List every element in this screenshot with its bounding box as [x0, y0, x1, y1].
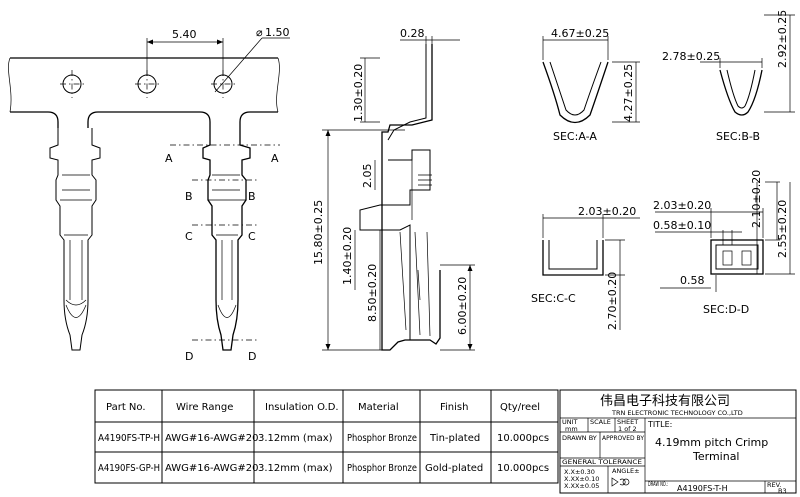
company-en: TRN ELECTRONIC TECHNOLOGY CO.,LTD: [611, 409, 743, 417]
sec-b-width-text: 2.78±0.25: [662, 50, 720, 63]
sec-c-height-text: 2.70±0.20: [606, 272, 619, 330]
pitch-dimension: 5.40: [146, 28, 224, 76]
section-mark-d-left: D: [185, 350, 193, 363]
terminal-left: [49, 128, 101, 351]
section-mark-b-left: B: [185, 190, 193, 203]
sec-a-width-text: 4.67±0.25: [551, 27, 609, 40]
dim-1580-text: 15.80±0.25: [312, 200, 325, 265]
svg-text:X.XX±0.05: X.XX±0.05: [564, 482, 599, 490]
row2-wire-range: AWG#16-AWG#20: [165, 463, 258, 474]
section-mark-b-right: B: [248, 190, 256, 203]
section-cut-lines: A A B B C C D D: [165, 144, 280, 363]
pitch-text: 5.40: [172, 28, 197, 41]
section-b-view: 2.78±0.25 2.92±0.25 SEC:B-B: [662, 10, 795, 143]
sec-d-width-text: 2.03±0.20: [653, 199, 711, 212]
svg-text:REV.: REV.: [767, 481, 781, 489]
company-cn: 伟昌电子科技有限公司: [600, 394, 730, 409]
sec-d-inner-text: 0.58±0.10: [653, 219, 711, 232]
row1-wire-range: AWG#16-AWG#20: [165, 433, 258, 444]
svg-text:X.X±0.30: X.X±0.30: [564, 468, 595, 476]
row1-part-no: A4190FS-TP-H: [98, 433, 160, 444]
row1-finish: Tin-plated: [429, 433, 480, 444]
row2-finish: Gold-plated: [425, 463, 483, 474]
svg-text:UNIT: UNIT: [562, 418, 578, 426]
section-mark-a-right: A: [271, 152, 279, 165]
terminal-side-view: [359, 44, 441, 351]
hole-dia-text: 1.50: [265, 26, 290, 39]
header-wire-range: Wire Range: [176, 402, 233, 413]
header-material: Material: [358, 402, 399, 413]
terminal-middle: [202, 128, 251, 351]
header-part-no: Part No.: [106, 402, 146, 413]
thickness-text: 0.28: [400, 27, 425, 40]
section-mark-d-right: D: [248, 350, 256, 363]
section-mark-a-left: A: [165, 152, 173, 165]
row1-material: Phosphor Bronze: [347, 433, 417, 444]
sec-a-label: SEC:A-A: [553, 130, 597, 143]
thickness-dimension: 0.28: [400, 27, 460, 46]
dim-205-text: 2.05: [361, 164, 374, 189]
header-qty: Qty/reel: [500, 402, 540, 413]
svg-text:SCALE: SCALE: [590, 418, 611, 426]
row1-qty: 10.000pcs: [497, 433, 549, 444]
projection-symbol-icon: [611, 477, 626, 487]
row2-material: Phosphor Bronze: [347, 463, 417, 474]
svg-text:GENERAL TOLERANCE: GENERAL TOLERANCE: [562, 458, 642, 466]
rev-value: B3: [778, 487, 787, 495]
dim-130-text: 1.30±0.20: [352, 64, 365, 122]
row2-qty: 10.000pcs: [497, 463, 549, 474]
section-d-view: 2.03±0.20 0.58±0.10 2.10±0.20 2.55±0.20 …: [653, 170, 795, 316]
svg-text:mm: mm: [565, 425, 578, 433]
row1-insulation: 3.12mm (max): [258, 433, 333, 444]
row2-part-no: A4190FS-GP-H: [98, 463, 160, 474]
svg-text:ANGLE±: ANGLE±: [612, 467, 640, 475]
svg-text:1 of 2: 1 of 2: [618, 425, 637, 433]
section-mark-c-right: C: [248, 230, 256, 243]
section-c-view: 2.03±0.20 2.70±0.20 SEC:C-C: [531, 205, 640, 330]
header-insulation: Insulation O.D.: [265, 402, 339, 413]
sec-a-height-text: 4.27±0.25: [622, 64, 635, 122]
dim-850-text: 8.50±0.20: [366, 264, 379, 322]
sec-d-h2-text: 2.55±0.20: [776, 200, 789, 258]
svg-text:⌀: ⌀: [256, 26, 263, 39]
header-finish: Finish: [440, 402, 468, 413]
svg-text:APPROVED BY: APPROVED BY: [602, 434, 644, 442]
svg-text:DRAW NO.:: DRAW NO.:: [648, 480, 668, 488]
spec-table: Part No. Wire Range Insulation O.D. Mate…: [94, 389, 559, 484]
sec-c-label: SEC:C-C: [531, 292, 576, 305]
hole-dimension: ⌀ 1.50: [214, 26, 290, 93]
svg-text:X.XX±0.10: X.XX±0.10: [564, 475, 599, 483]
sec-d-h1-text: 2.10±0.20: [750, 170, 763, 228]
drawing-title-line1: 4.19mm pitch Crimp: [655, 436, 768, 449]
dim-140-text: 1.40±0.20: [341, 227, 354, 285]
sec-b-label: SEC:B-B: [716, 130, 760, 143]
title-block: 伟昌电子科技有限公司 TRN ELECTRONIC TECHNOLOGY CO.…: [559, 389, 797, 495]
sec-d-058-text: 0.58: [680, 274, 705, 287]
carrier-strip: [8, 57, 280, 128]
section-a-view: 4.67±0.25 4.27±0.25 SEC:A-A: [542, 27, 640, 143]
draw-no-value: A4190FS-T-H: [677, 484, 728, 493]
sec-b-height-text: 2.92±0.25: [776, 10, 789, 68]
svg-text:TITLE:: TITLE:: [647, 420, 672, 429]
svg-text:DRAWN BY: DRAWN BY: [562, 434, 597, 442]
row2-insulation: 3.12mm (max): [258, 463, 333, 474]
sec-c-width-text: 2.03±0.20: [578, 205, 636, 218]
drawing-title-line2: Terminal: [692, 450, 740, 463]
sec-d-label: SEC:D-D: [703, 303, 749, 316]
section-mark-c-left: C: [185, 230, 193, 243]
svg-text:SHEET: SHEET: [617, 418, 638, 426]
dim-600-text: 6.00±0.20: [456, 277, 469, 335]
side-view-dimensions: 1.30±0.20 2.05 15.80±0.25 1.40±0.20 8.50…: [312, 57, 475, 351]
